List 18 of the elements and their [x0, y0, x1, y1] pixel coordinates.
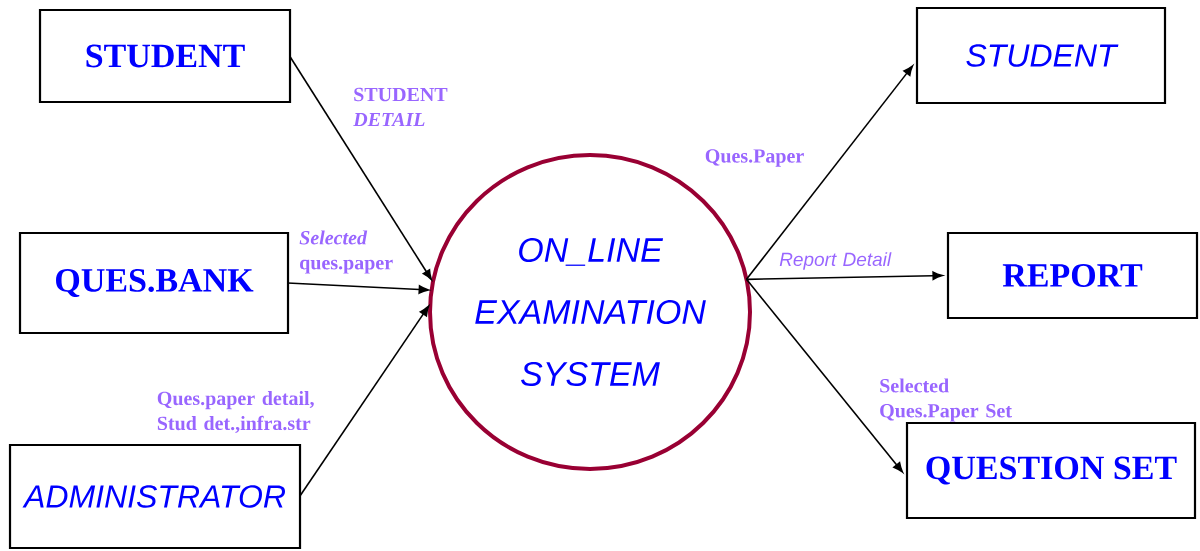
- entity-box: QUES.BANK: [18, 231, 290, 335]
- edge-label: Selected ques.paper: [299, 230, 393, 274]
- edge-label: Report Detail: [779, 252, 892, 270]
- arrow: [745, 271, 943, 281]
- edge-label: Ques.Paper: [705, 149, 804, 167]
- entity-box: STUDENT: [915, 6, 1167, 105]
- entity-box: STUDENT: [38, 8, 292, 104]
- edge-label: Ques.paper detail, Stud det.,infra.str: [157, 391, 314, 433]
- entity-box: REPORT: [946, 231, 1199, 320]
- arrow: [286, 282, 430, 294]
- edge-label: Selected Ques.Paper Set: [880, 378, 1012, 422]
- entity-box: QUESTION SET: [905, 421, 1197, 520]
- arrow: [745, 278, 904, 473]
- arrow: [745, 65, 914, 281]
- arrow: [298, 305, 430, 498]
- arrow: [288, 55, 433, 281]
- edge-label: STUDENT DETAIL: [353, 87, 448, 127]
- entity-box: ADMINISTRATOR: [8, 443, 302, 550]
